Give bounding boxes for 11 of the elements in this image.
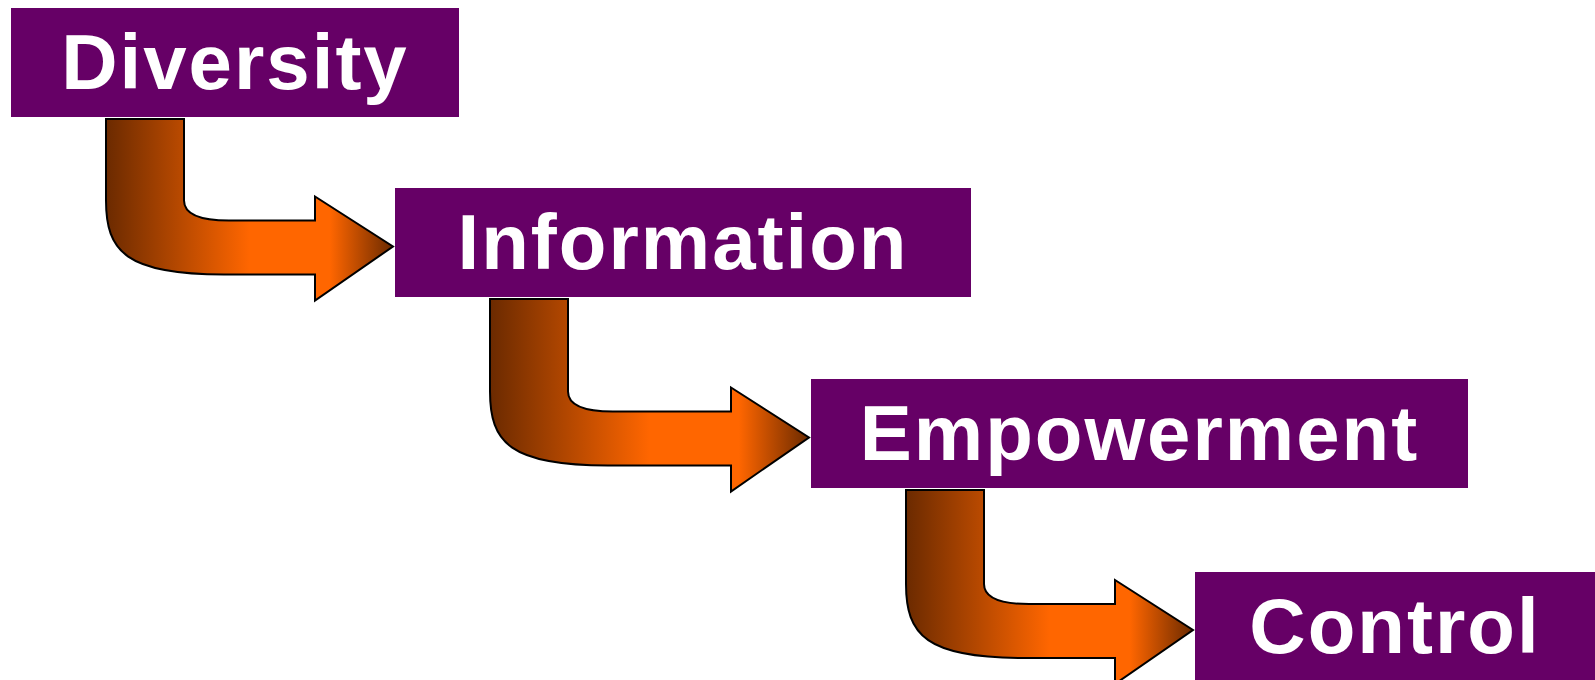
step-box [1195, 572, 1595, 680]
curved-arrow [905, 489, 1194, 680]
step-label: Diversity [61, 17, 409, 108]
step-label: Control [1249, 580, 1541, 672]
step-label: Empowerment [859, 388, 1420, 479]
curved-arrow [105, 118, 394, 302]
step-box [11, 8, 459, 117]
curved-arrow [489, 298, 810, 493]
step-box [811, 379, 1468, 488]
step-label: Information [457, 197, 909, 288]
step-box [395, 188, 971, 297]
